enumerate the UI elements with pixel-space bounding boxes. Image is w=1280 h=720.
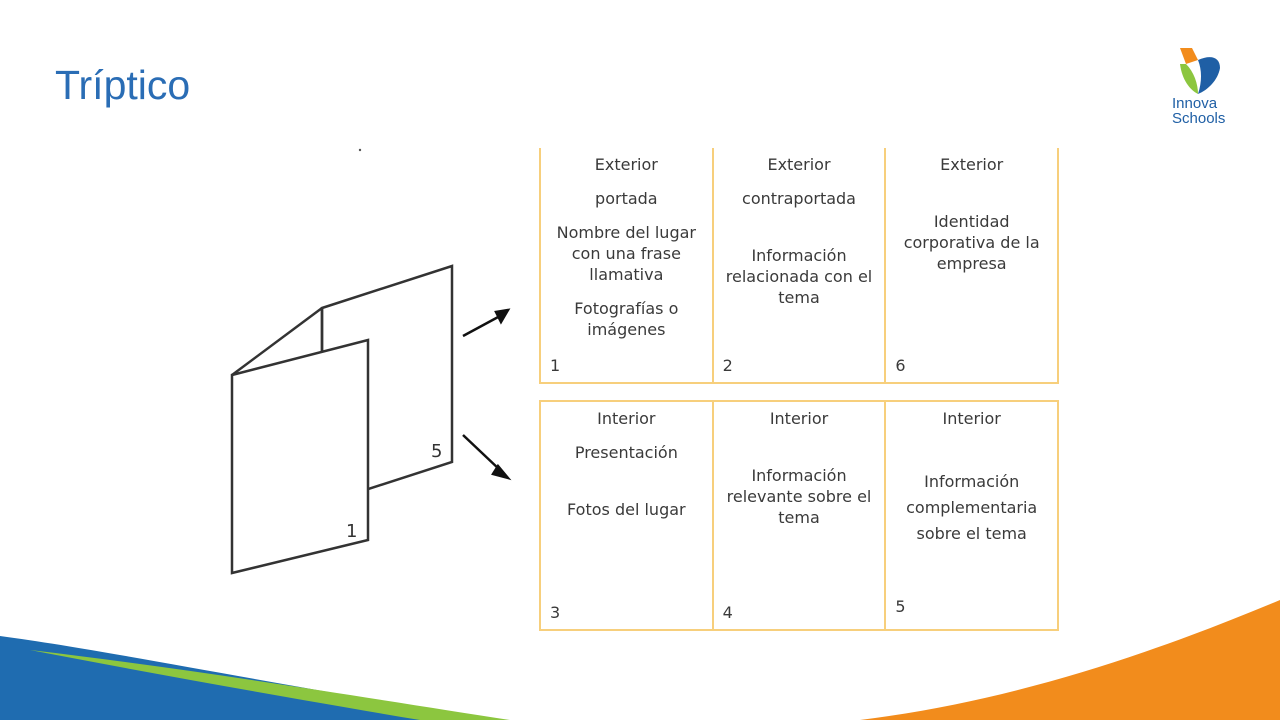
panel-heading: Exterior (940, 155, 1004, 174)
panel-heading: Exterior (594, 155, 658, 174)
panel-text: Nombre del lugar con una frase llamativa (556, 223, 696, 284)
panel-text: Información complementaria sobre el tema (906, 472, 1038, 543)
panel-subheading: Presentación (574, 443, 678, 462)
logo-wordmark: Innova Schools (1172, 96, 1225, 126)
panel-text: Información relevante sobre el tema (726, 466, 872, 527)
panel-number: 5 (895, 597, 906, 616)
panel-6-identidad: Exterior Identidad corporativa de la emp… (886, 148, 1057, 382)
innova-schools-logo-icon (1180, 48, 1220, 94)
panel-text: Fotos del lugar (567, 500, 686, 519)
panel-2-contraportada: Exterior contraportada Información relac… (714, 148, 887, 382)
footer-wave-decoration (0, 600, 1280, 720)
panel-heading: Interior (942, 409, 1001, 428)
panel-number: 6 (895, 356, 906, 375)
logo-line-1: Innova (1172, 95, 1218, 112)
slide-title: Tríptico (55, 62, 191, 108)
panel-heading: Exterior (767, 155, 831, 174)
triptych-fold-drawing: 5 1 (230, 148, 512, 575)
panel-heading: Interior (769, 409, 829, 428)
logo-line-2: Schools (1172, 110, 1226, 127)
panel-1-portada: Exterior portada Nombre del lugar con un… (541, 148, 714, 382)
panel-text: Fotografías o imágenes (574, 299, 679, 339)
panel-4-relevante: Interior Información relevante sobre el … (714, 402, 887, 629)
exterior-panels: Exterior portada Nombre del lugar con un… (539, 148, 1059, 384)
fold-label-5: 5 (431, 441, 442, 462)
panel-subheading: portada (595, 189, 658, 208)
interior-panels: Interior Presentación Fotos del lugar 3 … (539, 400, 1059, 631)
panel-5-complementaria: Interior Información complementaria sobr… (886, 402, 1057, 629)
panel-number: 2 (722, 356, 733, 375)
panel-3-presentacion: Interior Presentación Fotos del lugar 3 (541, 402, 714, 629)
panel-text: Información relacionada con el tema (725, 246, 873, 307)
panel-number: 4 (722, 603, 733, 622)
panel-number: 1 (550, 356, 561, 375)
panel-heading: Interior (597, 409, 656, 428)
fold-label-1: 1 (346, 521, 357, 542)
panel-number: 3 (550, 603, 561, 622)
panel-subheading: contraportada (742, 189, 856, 208)
panel-text: Identidad corporativa de la empresa (903, 212, 1040, 273)
